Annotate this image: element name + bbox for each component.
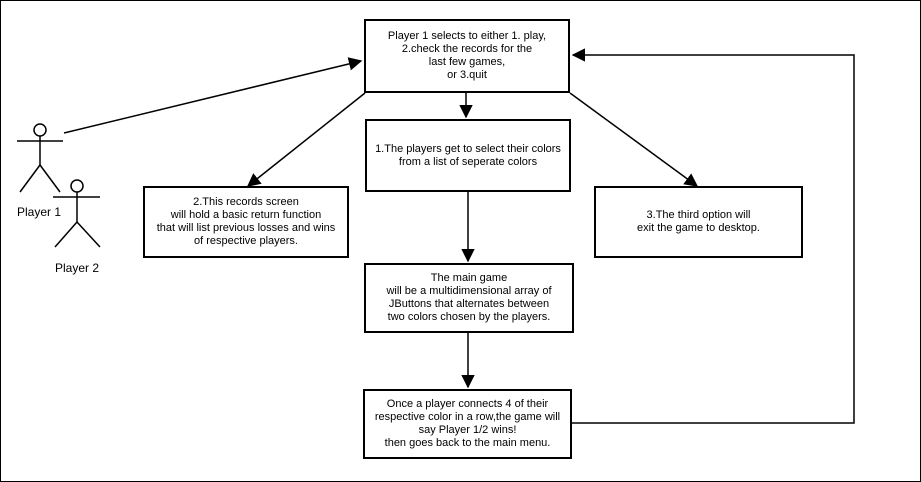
records-screen-text: 2.This records screen will hold a basic … — [156, 196, 336, 247]
select-colors-text: 1.The players get to select their colors… — [375, 142, 561, 168]
arrow-win-back-to-menu — [571, 48, 855, 424]
records-screen-box: 2.This records screen will hold a basic … — [143, 186, 349, 258]
player2-stick-figure-icon — [53, 179, 101, 248]
win-condition-text: Once a player connects 4 of their respec… — [374, 398, 561, 449]
quit-option-text: 3.The third option will exit the game to… — [637, 209, 760, 234]
player2-label: Player 2 — [55, 261, 100, 275]
select-colors-box: 1.The players get to select their colors… — [365, 119, 571, 192]
arrow-player1-to-menu — [63, 57, 363, 134]
quit-option-box: 3.The third option will exit the game to… — [594, 186, 803, 258]
main-menu-text: Player 1 selects to either 1. play, 2.ch… — [387, 30, 547, 81]
main-game-text: The main game will be a multidimensional… — [386, 272, 552, 323]
main-game-box: The main game will be a multidimensional… — [364, 263, 574, 333]
player1-stick-figure-icon — [17, 123, 63, 193]
player1-label: Player 1 — [17, 205, 62, 219]
arrow-menu-to-records — [246, 92, 366, 187]
main-menu-box: Player 1 selects to either 1. play, 2.ch… — [364, 19, 570, 93]
win-condition-box: Once a player connects 4 of their respec… — [363, 389, 572, 459]
arrow-menu-to-quit — [569, 92, 699, 187]
